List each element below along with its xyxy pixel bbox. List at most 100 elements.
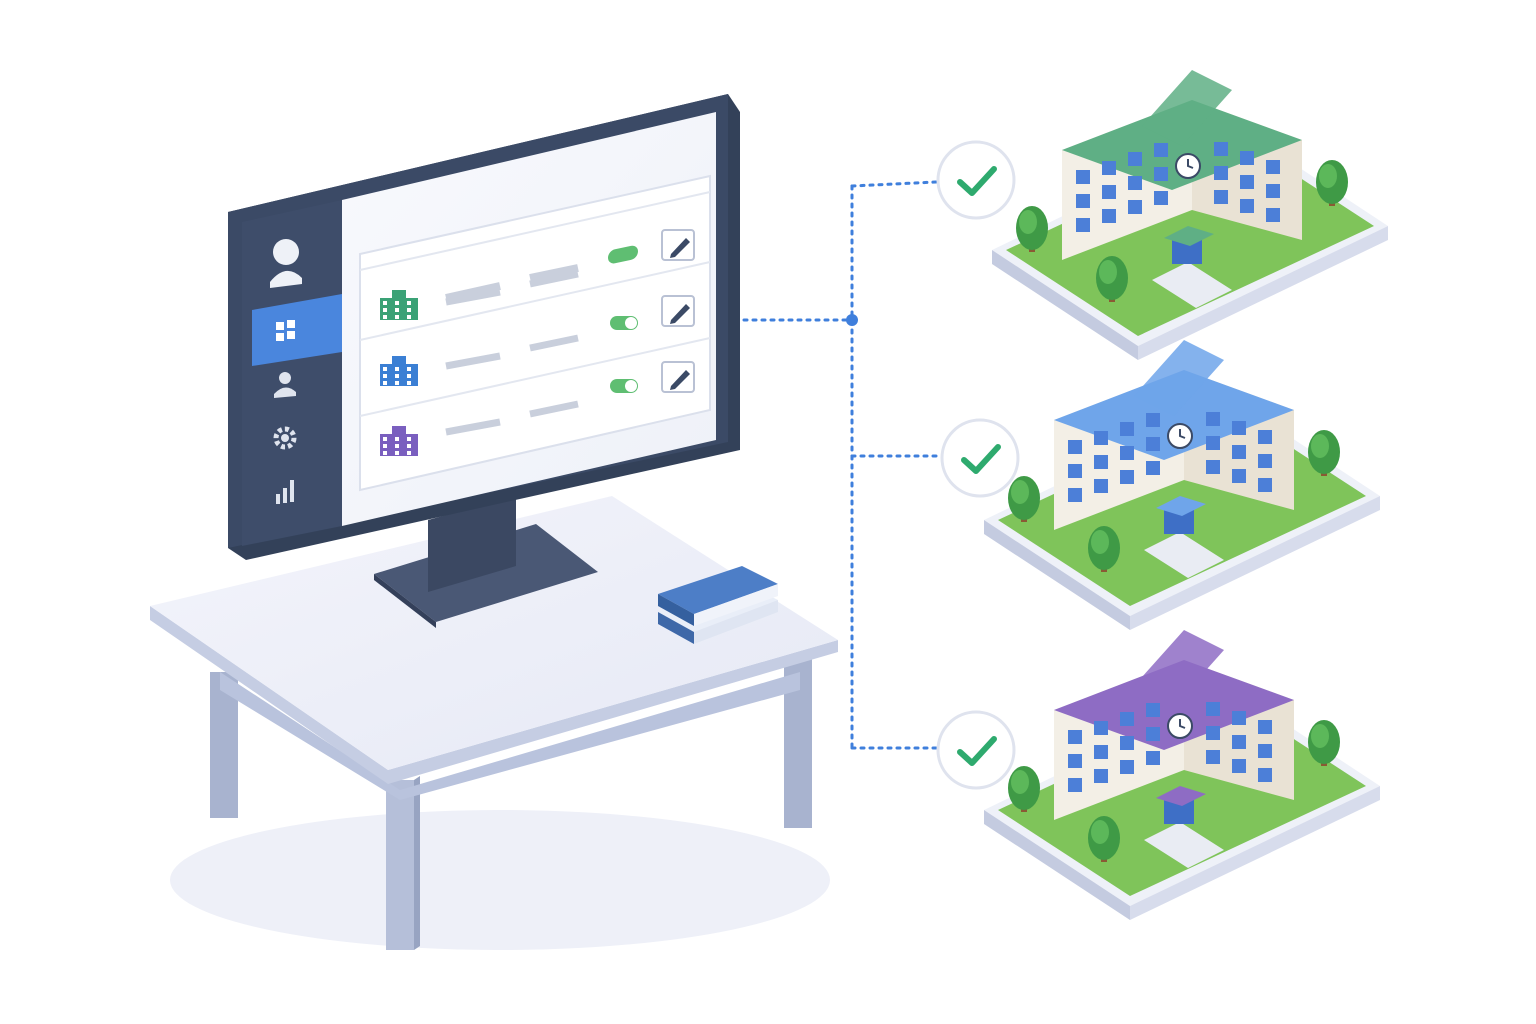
- building-icon: [380, 290, 418, 320]
- window: [1214, 166, 1228, 180]
- window: [1258, 454, 1272, 468]
- books-stack: [658, 566, 778, 644]
- window: [1206, 750, 1220, 764]
- bar-chart-icon[interactable]: [276, 480, 294, 504]
- status-toggle[interactable]: [610, 316, 638, 330]
- window: [1068, 778, 1082, 792]
- monitor: [228, 94, 740, 628]
- monitor-sidebar: [242, 200, 342, 546]
- desk-top: [150, 496, 838, 770]
- tree: [1088, 526, 1120, 572]
- window: [1206, 460, 1220, 474]
- monitor-stand-neck: [428, 496, 516, 592]
- window: [1094, 455, 1108, 469]
- pencil-icon[interactable]: [661, 295, 695, 327]
- walkway: [1144, 822, 1224, 868]
- window: [1266, 184, 1280, 198]
- window: [1146, 437, 1160, 451]
- school-campus: [992, 70, 1388, 360]
- pencil-icon[interactable]: [661, 361, 695, 393]
- window: [1154, 143, 1168, 157]
- tree: [1308, 430, 1340, 476]
- window: [1128, 176, 1142, 190]
- connector-hub-dot: [846, 314, 858, 326]
- window: [1120, 712, 1134, 726]
- table-row[interactable]: [380, 400, 579, 456]
- window: [1240, 175, 1254, 189]
- network-connectors: [742, 180, 942, 750]
- window: [1146, 413, 1160, 427]
- check-icon: [961, 444, 1001, 474]
- school-list: [380, 229, 695, 456]
- window: [1076, 218, 1090, 232]
- building-icon: [380, 426, 418, 456]
- check-icon: [957, 166, 997, 196]
- window: [1102, 161, 1116, 175]
- tree: [1008, 766, 1040, 812]
- window: [1266, 160, 1280, 174]
- window: [1094, 479, 1108, 493]
- user-avatar-icon[interactable]: [270, 239, 302, 288]
- window: [1146, 703, 1160, 717]
- pencil-icon[interactable]: [661, 229, 695, 261]
- desk-shadow: [170, 810, 830, 950]
- status-badge: [936, 140, 1016, 220]
- connector-branch-1: [850, 180, 938, 188]
- desk-top-edge: [150, 606, 838, 784]
- tree: [1008, 476, 1040, 522]
- desk: [150, 496, 838, 950]
- window: [1206, 726, 1220, 740]
- window: [1258, 430, 1272, 444]
- window: [1266, 208, 1280, 222]
- school-building: [1054, 630, 1294, 824]
- desk-leg-front-left: [386, 780, 414, 950]
- table-row[interactable]: [380, 270, 695, 330]
- school-campuses: [936, 70, 1388, 920]
- window: [1232, 421, 1246, 435]
- window: [1206, 412, 1220, 426]
- table-row[interactable]: [380, 334, 695, 393]
- row-placeholder-1: [445, 288, 501, 306]
- row-placeholder-2: [529, 400, 579, 418]
- window: [1094, 769, 1108, 783]
- school-building: [1054, 340, 1294, 534]
- window: [1232, 711, 1246, 725]
- window: [1102, 185, 1116, 199]
- gear-icon[interactable]: [273, 426, 297, 450]
- dashboard-grid-icon[interactable]: [276, 320, 295, 341]
- window: [1102, 209, 1116, 223]
- header-placeholder-1: [445, 282, 501, 302]
- window: [1128, 152, 1142, 166]
- person-icon[interactable]: [274, 372, 296, 398]
- check-icon: [957, 736, 997, 766]
- sidebar-active-highlight[interactable]: [252, 294, 342, 366]
- window: [1120, 736, 1134, 750]
- school-campus: [984, 630, 1380, 920]
- building-icon: [380, 356, 418, 386]
- window: [1258, 478, 1272, 492]
- window: [1214, 142, 1228, 156]
- desk-leg-back-left: [210, 672, 238, 818]
- window: [1128, 200, 1142, 214]
- window: [1146, 727, 1160, 741]
- tree: [1308, 720, 1340, 766]
- row-placeholder-1: [445, 418, 501, 436]
- row-placeholder-2: [529, 270, 579, 288]
- header-toggle[interactable]: [608, 244, 638, 264]
- status-toggle[interactable]: [610, 379, 638, 393]
- tree: [1316, 160, 1348, 206]
- window: [1214, 190, 1228, 204]
- row-placeholder-2: [529, 334, 579, 352]
- walkway: [1152, 262, 1232, 308]
- row-placeholder-1: [445, 352, 501, 370]
- walkway: [1144, 532, 1224, 578]
- window: [1258, 744, 1272, 758]
- book-top: [658, 566, 778, 614]
- window: [1206, 436, 1220, 450]
- window: [1154, 191, 1168, 205]
- school-building: [1062, 70, 1302, 264]
- tree: [1088, 816, 1120, 862]
- window: [1068, 440, 1082, 454]
